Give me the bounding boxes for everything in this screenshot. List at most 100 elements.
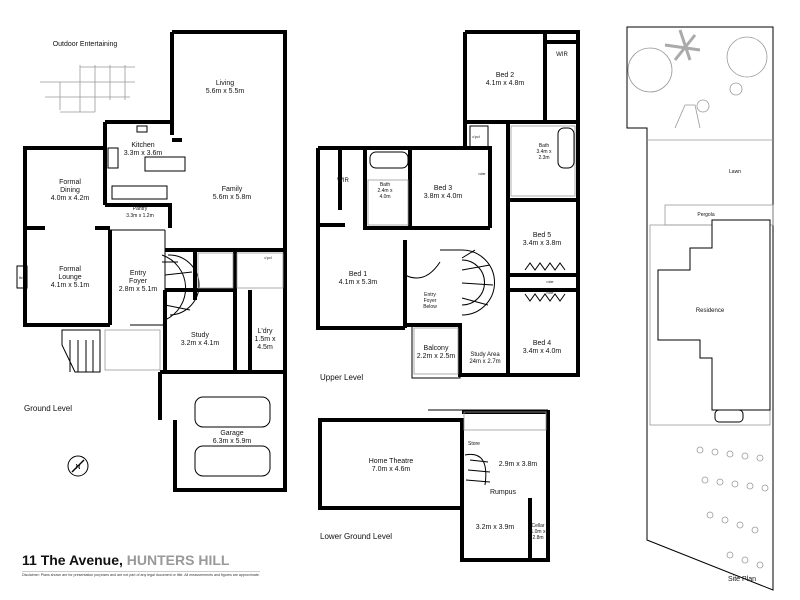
- room-study-name: Study: [191, 332, 209, 339]
- car-icon: [194, 396, 271, 428]
- room-bed1-size: 4.1m x 5.3m: [339, 279, 378, 286]
- lower-level-label: Lower Ground Level: [320, 532, 392, 541]
- room-dining-name: Formal: [59, 179, 81, 186]
- room-bed2-name: Bed 2: [496, 72, 514, 79]
- pergola-label: Pergola: [697, 212, 714, 218]
- room-balcony-name: Balcony: [424, 345, 449, 352]
- compass-north-label: N: [75, 464, 80, 471]
- robe-label: robe: [478, 172, 485, 176]
- living-walls: [170, 30, 287, 380]
- room-bath1-size: 4.0m: [379, 194, 390, 200]
- bathtub-icon: [557, 127, 575, 169]
- room-laundry-size: 4.5m: [257, 344, 273, 351]
- room-garage-name: Garage: [220, 430, 243, 437]
- car-icon: [714, 409, 744, 423]
- pantry-cabinets: [111, 185, 168, 200]
- room-study-size: 3.2m x 4.1m: [181, 340, 220, 347]
- staircase-icon: [404, 249, 495, 316]
- residence-label: Residence: [696, 308, 725, 314]
- foyer-below-label: Entry: [424, 292, 436, 298]
- site-plan: Lawn Pergola Residence Site Plan: [626, 26, 774, 591]
- room-bath2-name: Bath: [539, 143, 550, 149]
- kitchen-island: [144, 156, 186, 172]
- upper-level-label: Upper Level: [320, 373, 363, 382]
- wardrobe: [524, 262, 566, 302]
- property-title: 11 The Avenue, HUNTERS HILL: [22, 552, 229, 568]
- ground-outer-walls: [23, 146, 112, 327]
- wir-label: WIR: [556, 52, 568, 58]
- room-pantry-name: Pantry: [133, 206, 148, 212]
- sink-icon: [136, 125, 148, 133]
- disclaimer: Disclaimer: Plans shown are for presenta…: [22, 571, 260, 577]
- room-laundry-size: 1.5m x: [254, 336, 276, 343]
- car-icon: [194, 445, 271, 477]
- room-bath1-size: 2.4m x: [377, 188, 393, 194]
- room-pantry-size: 3.3m x 1.2m: [126, 213, 154, 219]
- site-plan-label: Site Plan: [728, 576, 756, 583]
- porch-steps: [61, 329, 101, 373]
- room-bed5-size: 3.4m x 3.8m: [523, 240, 562, 247]
- room-rumpus-size: 3.2m x 3.9m: [476, 524, 515, 531]
- room-cellar-size: 2.8m: [532, 535, 543, 541]
- compass-icon: [67, 455, 89, 477]
- cupboard-label: c'pd: [472, 134, 479, 139]
- room-foyer-size: 2.8m x 5.1m: [119, 286, 158, 293]
- site-boundary: [626, 26, 774, 591]
- room-study-area-size: 24m x 2.7m: [469, 359, 500, 365]
- bathtub-icon: [369, 151, 409, 169]
- room-bed3-size: 3.8m x 4.0m: [424, 193, 463, 200]
- foyer-below-label: Below: [423, 304, 437, 310]
- room-foyer-name: Foyer: [129, 278, 148, 285]
- residence-footprint: [657, 219, 771, 411]
- outdoor-paving: [40, 65, 135, 113]
- room-bed3-name: Bed 3: [434, 185, 452, 192]
- room-kitchen-size: 3.3m x 3.6m: [124, 150, 163, 157]
- robe-label: robe: [546, 291, 553, 295]
- room-family-size: 5.6m x 5.8m: [213, 194, 252, 201]
- fireplace: [16, 265, 28, 289]
- room-theatre-size: 7.0m x 4.6m: [372, 466, 411, 473]
- room-bath1-name: Bath: [380, 182, 391, 188]
- room-lounge-name: Formal: [59, 266, 81, 273]
- room-store-label: Store: [468, 441, 480, 447]
- room-theatre-name: Home Theatre: [369, 458, 414, 465]
- room-bed2-size: 4.1m x 4.8m: [486, 80, 525, 87]
- room-lounge-size: 4.1m x 5.1m: [51, 282, 90, 289]
- robe-label: robe: [546, 280, 553, 284]
- lower-ground-plan: Home Theatre 7.0m x 4.6m Store 2.9m x 3.…: [318, 409, 550, 562]
- room-family-name: Family: [222, 186, 243, 193]
- room-lounge-name: Lounge: [58, 274, 81, 281]
- wir-label: WIR: [337, 178, 349, 184]
- ground-level-label: Ground Level: [24, 404, 72, 413]
- room-bath2-size: 3.4m x: [536, 149, 552, 155]
- fire-label: fire: [19, 275, 25, 280]
- room-living-size: 5.6m x 5.5m: [206, 88, 245, 95]
- room-bed4-size: 3.4m x 4.0m: [523, 348, 562, 355]
- room-bed4-name: Bed 4: [533, 340, 551, 347]
- cooktop-icon: [107, 147, 119, 169]
- room-study-area-name: Study Area: [470, 352, 500, 358]
- room-bed1-name: Bed 1: [349, 271, 367, 278]
- room-rumpus-name: Rumpus: [490, 489, 517, 496]
- upper-level-plan: Bed 2 4.1m x 4.8m WIR c'pd Bath 3.4m x 2…: [316, 30, 580, 382]
- balcony-tiles: [413, 327, 459, 375]
- staircase-icon: [464, 453, 491, 486]
- room-bath2-size: 2.3m: [538, 155, 549, 161]
- property-street: 11 The Avenue,: [22, 552, 123, 568]
- staircase-icon: [161, 254, 200, 321]
- foyer-below-label: Foyer: [424, 298, 437, 304]
- room-dining-size: 4.0m x 4.2m: [51, 195, 90, 202]
- room-foyer-name: Entry: [130, 270, 147, 277]
- room-garage-size: 6.3m x 5.9m: [213, 438, 252, 445]
- room-bed5-name: Bed 5: [533, 232, 551, 239]
- room-cellar-name: Cellar: [531, 523, 544, 529]
- cupboard-label: c'pd: [264, 255, 271, 260]
- cupboard: [469, 125, 489, 149]
- outdoor-entertaining-label: Outdoor Entertaining: [53, 41, 118, 48]
- room-dining-name: Dining: [60, 187, 80, 194]
- room-cellar-size: 1.0m x: [530, 529, 546, 535]
- ground-level-plan: N Outdoor Entertaining Living 5.6m x 5.5…: [16, 30, 287, 492]
- lawn-label: Lawn: [729, 169, 741, 175]
- property-suburb: HUNTERS HILL: [126, 552, 230, 568]
